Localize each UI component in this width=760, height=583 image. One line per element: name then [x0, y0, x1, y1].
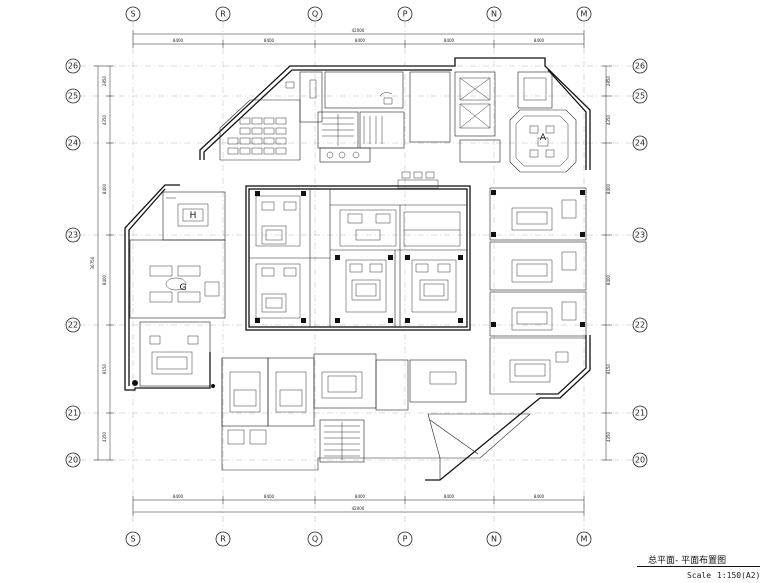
dimension-left: [94, 65, 114, 461]
grid-col-label: N: [491, 535, 497, 544]
grid-row-bubbles-left: 26 25 24 23 22 21 20: [65, 58, 81, 468]
grid-col-label: P: [403, 535, 408, 544]
grid-row-bubbles-right: 26 25 24 23 22 21 20: [632, 58, 648, 468]
grid-col-label: P: [403, 10, 408, 19]
grid-row-label: 26: [635, 62, 645, 71]
right-wing: [489, 187, 587, 395]
grid-row-label: 21: [68, 409, 78, 418]
dim-bay: 8400: [355, 494, 366, 499]
room-label-h: H: [190, 211, 197, 221]
grid-row-label: 24: [635, 139, 645, 148]
dim-side: 8400: [102, 183, 107, 194]
room-label-a: A: [540, 133, 547, 143]
grid-lines: [80, 22, 632, 530]
title-underline: [637, 566, 760, 567]
dimension-top: [132, 30, 585, 48]
dim-side: 8150: [606, 363, 611, 374]
grid-row-label: 20: [635, 456, 645, 465]
grid-col-label: R: [220, 10, 226, 19]
scale-value: 1:150(A2): [717, 571, 760, 580]
grid-col-label: Q: [312, 10, 318, 19]
dim-side: 8400: [606, 274, 611, 285]
grid-row-label: 25: [635, 92, 645, 101]
scale-label: Scale: [687, 571, 712, 580]
dim-bay: 8400: [264, 494, 275, 499]
dim-bay: 8400: [355, 38, 366, 43]
grid-col-label: M: [581, 535, 588, 544]
drawing-title: 总平面- 平面布置图: [648, 556, 727, 566]
grid-row-label: 20: [68, 456, 78, 465]
dim-side: 2850: [606, 75, 611, 86]
dim-side: 8400: [102, 274, 107, 285]
top-zone: A: [219, 71, 577, 173]
central-block: [245, 171, 471, 331]
dim-side: 4350: [102, 114, 107, 125]
dim-overall-top: 42000: [352, 28, 365, 33]
grid-row-label: 23: [68, 231, 78, 240]
dim-side: 4350: [606, 431, 611, 442]
grid-column-bubbles-bottom: S R Q P N M: [125, 531, 592, 547]
dimension-right: [602, 65, 612, 461]
dim-bay: 8400: [444, 494, 455, 499]
building-outline: [124, 57, 591, 481]
dim-left-total: 36750: [90, 256, 95, 269]
dim-bay: 8400: [173, 38, 184, 43]
dim-side: 8400: [606, 183, 611, 194]
grid-col-label: S: [130, 10, 135, 19]
room-label-g: G: [180, 283, 187, 293]
grid-row-label: 23: [635, 231, 645, 240]
grid-col-label: Q: [312, 535, 318, 544]
grid-row-label: 26: [68, 62, 78, 71]
dim-side: 2850: [102, 75, 107, 86]
grid-row-label: 24: [68, 139, 78, 148]
left-wing: H G: [129, 191, 226, 387]
dim-bay: 8400: [264, 38, 275, 43]
dim-side: 4350: [102, 431, 107, 442]
grid-col-label: M: [581, 10, 588, 19]
dim-side: 4350: [606, 114, 611, 125]
grid-row-label: 25: [68, 92, 78, 101]
dim-bay: 8400: [173, 494, 184, 499]
bottom-zone: [211, 353, 531, 480]
grid-row-label: 22: [68, 321, 78, 330]
grid-col-label: N: [491, 10, 497, 19]
dim-bay: 8400: [444, 38, 455, 43]
dim-bay: 8400: [534, 38, 545, 43]
grid-row-label: 21: [635, 409, 645, 418]
grid-col-label: R: [220, 535, 226, 544]
dim-bay: 8400: [534, 494, 545, 499]
grid-column-bubbles-top: S R Q P N M: [125, 6, 592, 22]
grid-row-label: 22: [635, 321, 645, 330]
dimension-bottom: [132, 496, 585, 516]
grid-col-label: S: [130, 535, 135, 544]
dim-overall-bottom: 42000: [352, 506, 365, 511]
dim-side: 8150: [102, 363, 107, 374]
